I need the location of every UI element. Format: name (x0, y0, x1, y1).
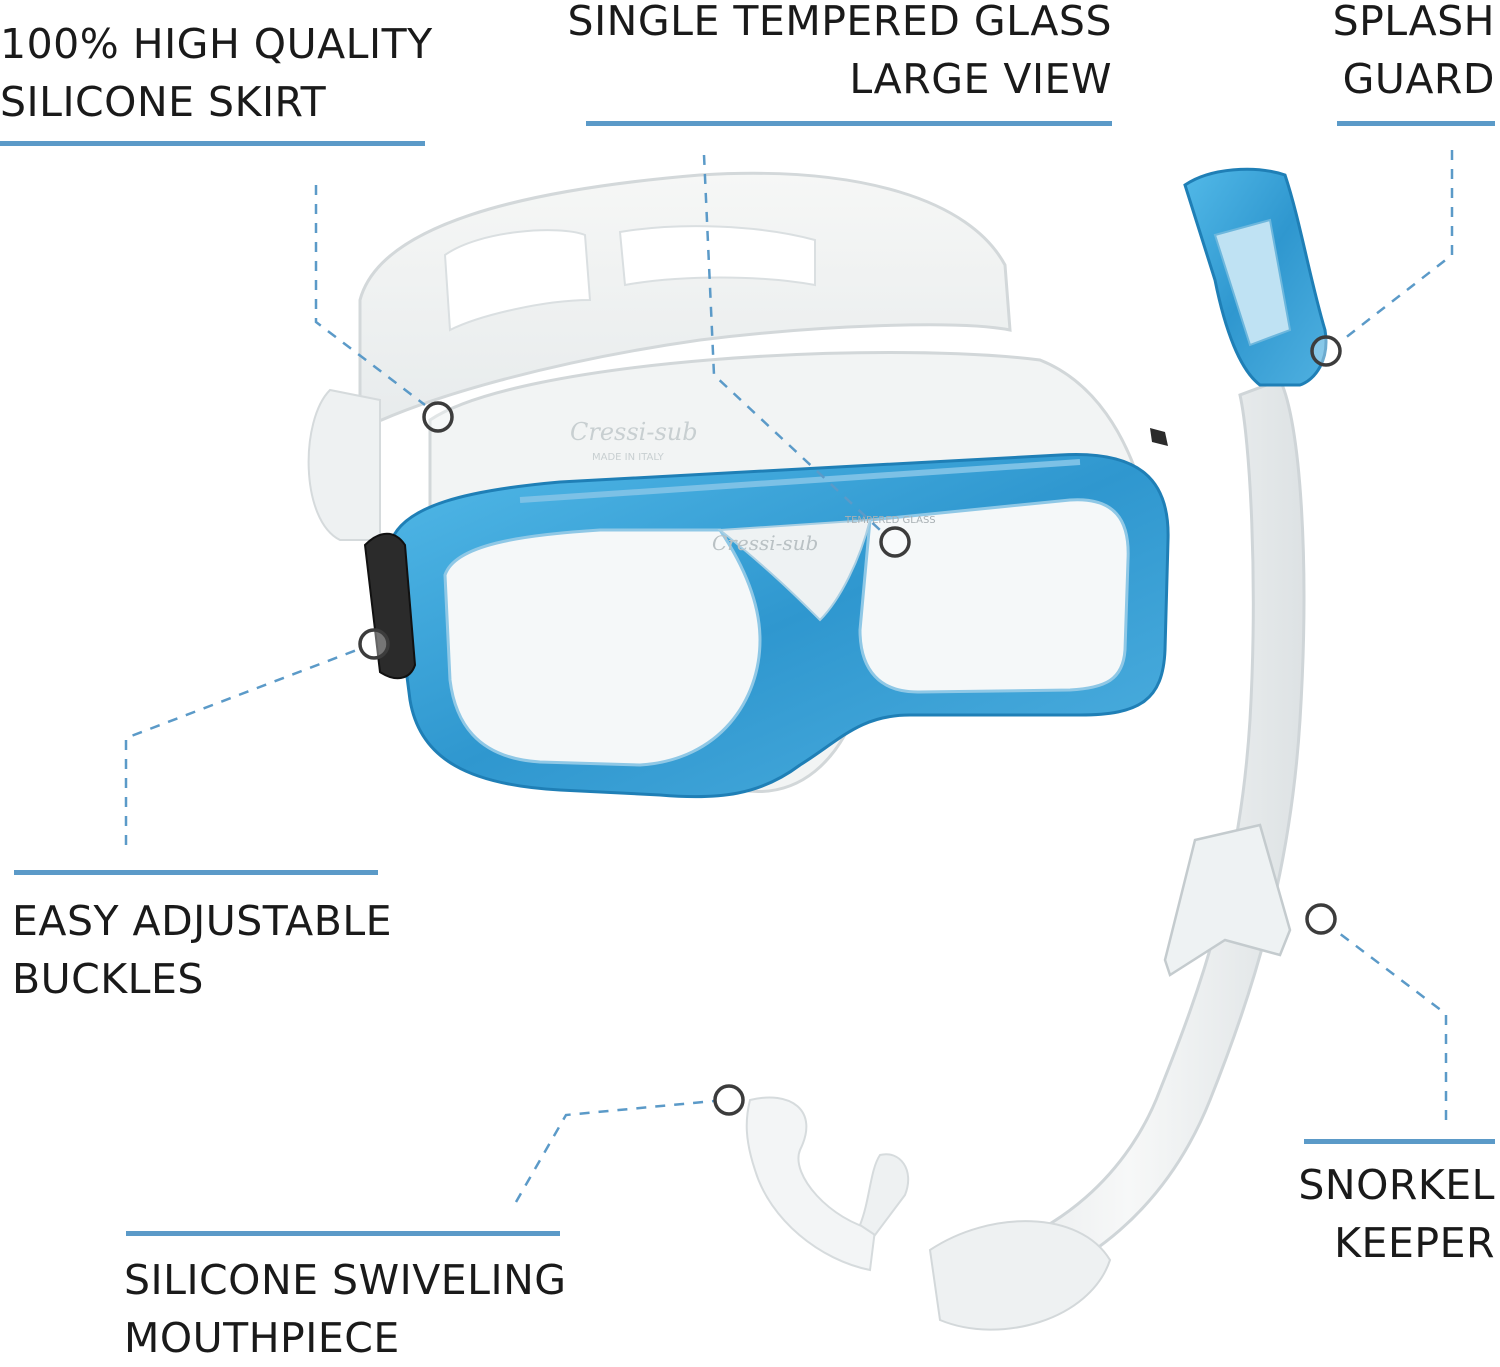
callout-keeper-line2: KEEPER (1334, 1219, 1495, 1267)
mask-strap (307, 171, 1012, 541)
marker-splash (1310, 335, 1342, 367)
glass-marking: TEMPERED GLASS (844, 515, 936, 526)
made-in-marking: MADE IN ITALY (592, 452, 665, 463)
callout-glass-line1: SINGLE TEMPERED GLASS (567, 0, 1112, 45)
mouthpiece (745, 1096, 910, 1272)
callout-glass-line2: LARGE VIEW (849, 55, 1112, 103)
callout-buckles-rule (14, 870, 378, 875)
callout-splash-line1: SPLASH (1332, 0, 1495, 45)
buckle (363, 428, 1168, 680)
callout-glass: SINGLE TEMPERED GLASS LARGE VIEW (560, 0, 1112, 108)
callout-glass-rule (586, 121, 1112, 126)
callout-skirt-line2: SILICONE SKIRT (0, 78, 327, 126)
callout-mouthpiece-rule (126, 1231, 560, 1236)
leader-skirt (314, 185, 426, 406)
marker-skirt (422, 401, 454, 433)
callout-mouthpiece-line1: SILICONE SWIVELING (124, 1256, 567, 1304)
callout-mouthpiece-line2: MOUTHPIECE (124, 1314, 400, 1362)
callout-buckles-line1: EASY ADJUSTABLE (12, 897, 393, 945)
callout-keeper-rule (1304, 1139, 1495, 1144)
callout-mouthpiece: SILICONE SWIVELING MOUTHPIECE (124, 1251, 567, 1367)
callout-splash-rule (1337, 121, 1495, 126)
callout-skirt-rule (0, 141, 425, 146)
callout-keeper-line1: SNORKEL (1298, 1161, 1495, 1209)
marker-keeper (1305, 903, 1337, 935)
marker-glass (879, 526, 911, 558)
callout-splash-line2: GUARD (1342, 55, 1495, 103)
callout-splash: SPLASH GUARD (1300, 0, 1495, 108)
leader-mouthpiece (514, 1099, 715, 1203)
brand-mark-lens: Cressi-sub (712, 531, 818, 555)
callout-skirt-line1: 100% HIGH QUALITY (0, 20, 433, 68)
leader-buckles (124, 646, 363, 845)
callout-buckles: EASY ADJUSTABLE BUCKLES (12, 892, 392, 1008)
leader-keeper (1334, 929, 1448, 1120)
marker-mouthpiece (713, 1084, 745, 1116)
callout-keeper: SNORKEL KEEPER (1270, 1156, 1495, 1272)
callout-buckles-line2: BUCKLES (12, 955, 204, 1003)
callout-skirt: 100% HIGH QUALITY SILICONE SKIRT (0, 15, 433, 131)
snorkel (928, 167, 1328, 1331)
marker-buckles (358, 628, 390, 660)
brand-mark-upper: Cressi-sub (570, 418, 698, 446)
leader-splash (1339, 150, 1454, 343)
mask-frame (388, 452, 1170, 799)
